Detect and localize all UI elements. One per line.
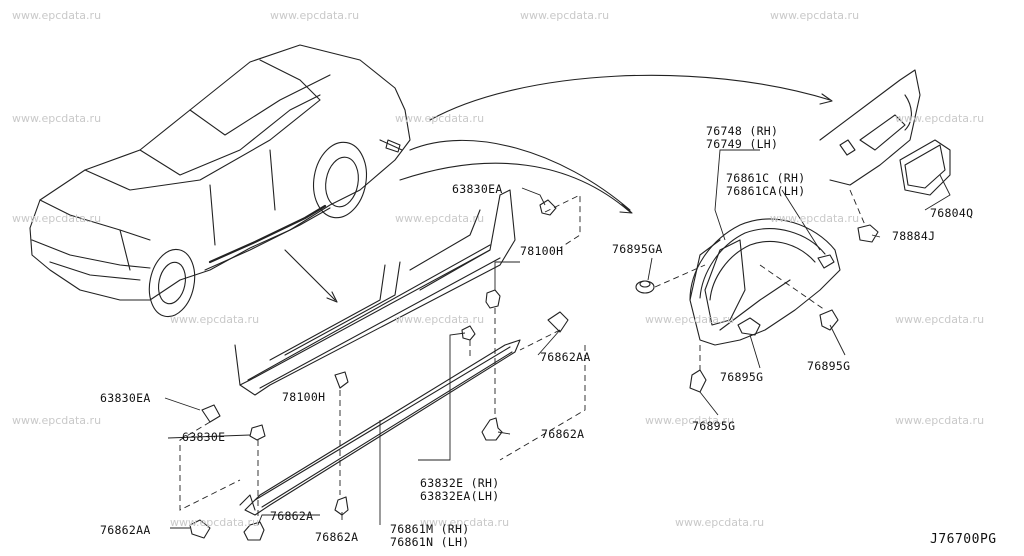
watermark: www.epcdata.ru bbox=[770, 9, 860, 22]
watermark: www.epcdata.ru bbox=[675, 516, 765, 529]
part-label-76895g-bottom: 76895G bbox=[692, 419, 736, 433]
diagram-code: J76700PG bbox=[930, 532, 997, 547]
reference-arrows bbox=[284, 74, 833, 303]
watermark: www.epcdata.ru bbox=[395, 112, 485, 125]
part-label-63832e: 63832E (RH) bbox=[420, 476, 500, 490]
watermark: www.epcdata.ru bbox=[645, 414, 735, 427]
watermark: www.epcdata.ru bbox=[170, 516, 260, 529]
watermark: www.epcdata.ru bbox=[895, 414, 985, 427]
part-label-63832ea: 63832EA(LH) bbox=[420, 489, 500, 503]
watermark: www.epcdata.ru bbox=[770, 212, 860, 225]
watermark: www.epcdata.ru bbox=[520, 9, 610, 22]
part-label-76862a-mid: 76862A bbox=[541, 427, 585, 441]
part-label-78100h-top: 78100H bbox=[520, 244, 564, 258]
part-label-76748: 76748 (RH) bbox=[706, 124, 779, 138]
watermark: www.epcdata.ru bbox=[395, 313, 485, 326]
part-label-76895g-right: 76895G bbox=[807, 359, 851, 373]
part-label-78100h-mid: 78100H bbox=[282, 390, 326, 404]
watermark: www.epcdata.ru bbox=[420, 516, 510, 529]
part-label-76895ga: 76895GA bbox=[612, 242, 663, 256]
watermark: www.epcdata.ru bbox=[895, 112, 985, 125]
part-label-76804q: 76804Q bbox=[930, 206, 974, 220]
part-label-76895g-middle: 76895G bbox=[720, 370, 764, 384]
car-illustration bbox=[29, 44, 411, 318]
part-label-63830ea-top: 63830EA bbox=[452, 182, 503, 196]
part-label-76862a-bot1: 76862A bbox=[270, 509, 314, 523]
watermark: www.epcdata.ru bbox=[895, 313, 985, 326]
watermark: www.epcdata.ru bbox=[12, 212, 102, 225]
part-label-76861n: 76861N (LH) bbox=[390, 535, 470, 549]
fender-liner bbox=[689, 218, 841, 346]
part-label-76749: 76749 (LH) bbox=[706, 137, 779, 151]
watermark: www.epcdata.ru bbox=[12, 112, 102, 125]
part-label-63830e: 63830E bbox=[182, 430, 226, 444]
watermark: www.epcdata.ru bbox=[12, 414, 102, 427]
fasteners bbox=[189, 199, 879, 541]
leader-lines bbox=[164, 149, 951, 529]
watermark: www.epcdata.ru bbox=[12, 9, 102, 22]
side-moulding bbox=[239, 339, 521, 516]
rear-fender-detail bbox=[819, 69, 951, 196]
watermark: www.epcdata.ru bbox=[270, 9, 360, 22]
part-label-76862aa-mid: 76862AA bbox=[540, 350, 591, 364]
dashed-guides bbox=[179, 189, 866, 520]
sill-panel bbox=[234, 189, 516, 396]
part-label-78884j: 78884J bbox=[892, 229, 936, 243]
watermark: www.epcdata.ru bbox=[170, 313, 260, 326]
part-label-76861c: 76861C (RH) bbox=[726, 171, 806, 185]
part-label-76862a-bot2: 76862A bbox=[315, 530, 359, 544]
watermark: www.epcdata.ru bbox=[645, 313, 735, 326]
part-label-76861ca: 76861CA(LH) bbox=[726, 184, 806, 198]
part-label-63830ea-left: 63830EA bbox=[100, 391, 151, 405]
part-label-76861m: 76861M (RH) bbox=[390, 522, 470, 536]
part-label-76862aa-bot: 76862AA bbox=[100, 523, 151, 537]
watermark: www.epcdata.ru bbox=[395, 212, 485, 225]
